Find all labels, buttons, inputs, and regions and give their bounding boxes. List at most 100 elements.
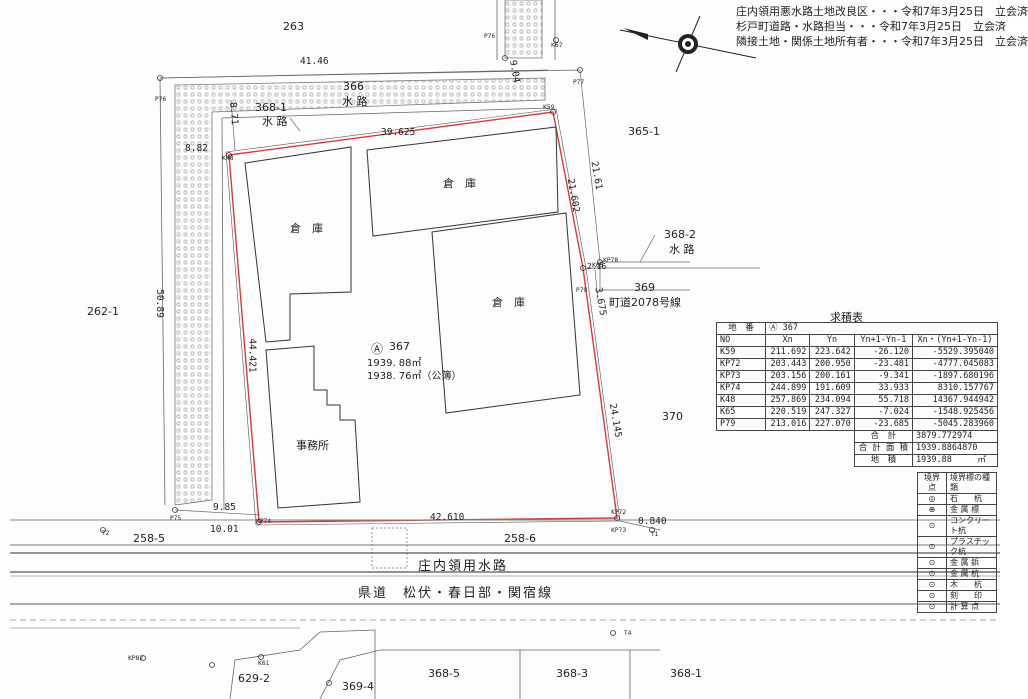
area-table-cell: -1897.680196 (912, 370, 998, 383)
parcel-368-1-bottom: 368-1 (670, 667, 702, 680)
area-table-cell: -23.481 (853, 358, 914, 371)
area-table-cell: 200.161 (809, 370, 855, 383)
legend-row: ⊙金 属 杭 (917, 568, 997, 580)
legend-row: ⊙金 属 鋲 (917, 557, 997, 569)
legend-symbol-icon: ⊙ (917, 590, 947, 602)
area-table-cell: -26.120 (853, 346, 914, 359)
area-table-cell: 55.718 (853, 394, 914, 407)
area-table-cell: 257.869 (764, 394, 811, 407)
point-K61: K61 (258, 660, 270, 667)
parcel-369-type: 町道2078号線 (609, 296, 681, 309)
area-table-cell: 200.950 (809, 358, 855, 371)
area-table-cell: -23.685 (853, 418, 914, 431)
area-table-cell: 191.609 (809, 382, 855, 395)
main-parcel-id: 367 (389, 340, 410, 353)
point-P76: P76 (155, 96, 167, 103)
legend-row: ⊙プラスチック杭 (917, 536, 997, 558)
parcel-368-1: 368-1 (255, 101, 287, 114)
legend-symbol-icon: ⊙ (917, 568, 947, 580)
survey-plan-drawing (10, 0, 1000, 699)
legend-type-label: 金 属 標 (946, 504, 997, 516)
warehouse-n-label: 倉 庫 (443, 177, 476, 190)
dim-10-01: 10.01 (210, 524, 239, 535)
dim-44-421: 44.421 (246, 338, 258, 373)
area-table-total-value: 3879.772974 (912, 430, 998, 443)
legend-symbol-icon: ⊙ (917, 536, 947, 558)
legend-symbol-icon: ⊙ (917, 515, 947, 537)
dim-2-16: 2.16 (587, 262, 607, 271)
area-table-total-label: 合 計 (853, 430, 914, 443)
survey-map: 庄内領用悪水路土地改良区・・・令和7年3月25日 立会済 杉戸町道路・水路担当・… (10, 0, 1028, 699)
area-table-cell: -5045.283960 (912, 418, 998, 431)
area-table-cell: -4777.045083 (912, 358, 998, 371)
area-table-header-label: 地 番 (716, 322, 766, 335)
point-P75: P75 (170, 515, 182, 522)
point-P79: P79 (576, 287, 588, 294)
point-P76b: P76 (484, 33, 496, 40)
area-table-cell: KP74 (716, 382, 766, 395)
parcel-369: 369 (634, 281, 655, 294)
area-table-cell: K65 (716, 406, 766, 419)
area-table-cell: -9.341 (853, 370, 914, 383)
legend-symbol-icon: ⊙ (917, 601, 947, 613)
area-table-cell: 223.642 (809, 346, 855, 359)
legend-type-label: 計 算 点 (946, 601, 997, 613)
legend-row: ⊙木 杭 (917, 579, 997, 591)
area-table-cell: P79 (716, 418, 766, 431)
office-label: 事務所 (296, 439, 329, 452)
point-KP73: KP73 (611, 527, 627, 534)
main-parcel-registry-area: 1938. 76㎡（公簿） (367, 371, 462, 382)
point-K59: K59 (543, 104, 555, 111)
area-table-cell: 244.899 (764, 382, 811, 395)
area-table-cell: -7.024 (853, 406, 914, 419)
parcel-370: 370 (662, 410, 683, 423)
dim-50-89: 50.89 (153, 289, 165, 318)
dim-41-46: 41.46 (300, 56, 329, 67)
area-table-cell: 203.443 (764, 358, 811, 371)
legend-row: ◎石 杭 (917, 493, 997, 505)
legend-type-label: プラスチック杭 (946, 536, 997, 558)
parcel-258-5: 258-5 (133, 532, 165, 545)
legend-type-label: コンクリート杭 (946, 515, 997, 537)
canal-label: 庄内領用水路 (418, 559, 509, 574)
point-K67: K67 (551, 42, 563, 49)
legend-type-label: 金 属 杭 (946, 568, 997, 580)
parcel-368-2-type: 水 路 (669, 243, 695, 256)
parcel-262-1: 262-1 (87, 305, 119, 318)
legend-type-label: 石 杭 (946, 493, 997, 505)
parcel-368-2: 368-2 (664, 228, 696, 241)
area-table-col-dy: Yn+1-Yn-1 (853, 334, 914, 347)
point-KP74: KP74 (256, 518, 272, 525)
point-KP82: KP82 (128, 655, 144, 662)
point-T1: T1 (651, 531, 659, 538)
parcel-629-2: 629-2 (238, 672, 270, 685)
area-table-cell: KP72 (716, 358, 766, 371)
point-P77: P77 (573, 79, 585, 86)
parcel-368-3: 368-3 (556, 667, 588, 680)
dim-8-71: 8.71 (226, 101, 240, 126)
dim-0-840: 0.840 (638, 516, 667, 527)
dim-42-610: 42.610 (430, 512, 465, 523)
area-table-cell: -5529.395040 (912, 346, 998, 359)
point-T2: T2 (102, 530, 110, 537)
area-table-cell: 14367.944942 (912, 394, 998, 407)
area-table-cell: 213.016 (764, 418, 811, 431)
area-table-col-xn: Xn (764, 334, 811, 347)
legend-symbol-icon: ⊕ (917, 504, 947, 516)
parcel-263: 263 (283, 20, 304, 33)
attendance-note-3: 隣接土地・関係土地所有者・・・令和7年3月25日 立会済 (736, 35, 1028, 48)
parcel-368-1-type: 水 路 (262, 115, 288, 128)
legend-symbol-icon: ◎ (917, 493, 947, 505)
area-table-cell: 211.692 (764, 346, 811, 359)
dim-8-82: 8.82 (185, 143, 208, 154)
area-table-cell: 247.327 (809, 406, 855, 419)
legend-symbol-icon: ⊙ (917, 557, 947, 569)
area-table-cell: -1548.925456 (912, 406, 998, 419)
north-arrow-compass-icon (619, 15, 757, 73)
area-table-cell: 203.156 (764, 370, 811, 383)
legend-row: ⊙コンクリート杭 (917, 515, 997, 537)
